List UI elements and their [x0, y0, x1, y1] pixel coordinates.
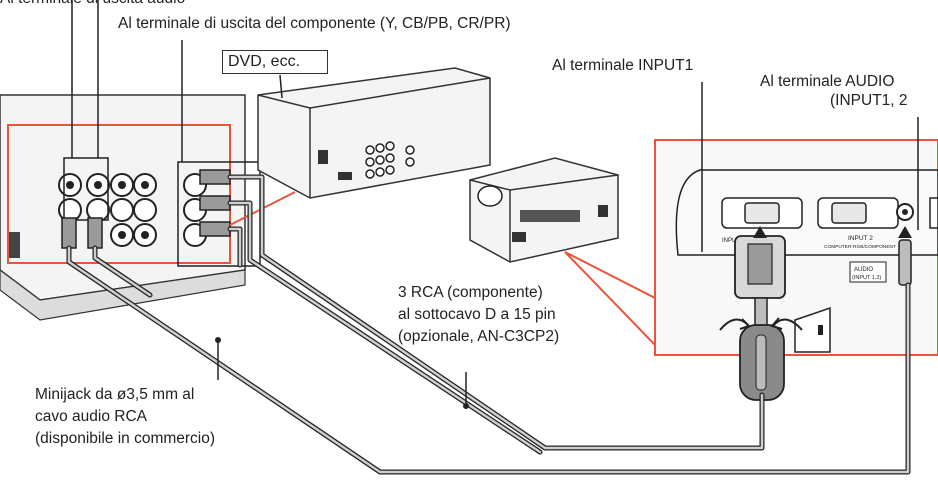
minijack-plug — [898, 239, 912, 286]
panel-input2-text: INPUT 2 — [848, 235, 873, 242]
rca-cable-label-line2: al sottocavo D a 15 pin — [398, 306, 556, 323]
leader-dots — [215, 337, 469, 409]
input1-terminal-label: Al terminale INPUT1 — [552, 57, 694, 74]
terminal-panel — [675, 169, 938, 353]
panel-audio-label-box — [849, 261, 887, 283]
dvd-player — [257, 67, 491, 199]
projector-callout-wedge — [564, 251, 656, 348]
audio-terminal-label-line2: (INPUT1, 2 — [830, 92, 908, 109]
minijack-label-line2: cavo audio RCA — [35, 408, 148, 425]
projector — [469, 157, 619, 263]
minijack-label-line1: Minijack da ø3,5 mm al — [35, 386, 195, 403]
rca-cable-label-line3: (opzionale, AN-C3CP2) — [398, 328, 560, 345]
cables — [66, 174, 911, 475]
dvd-device-label: DVD, ecc. — [222, 50, 328, 74]
panel-input2-sub-text: COMPUTER-RGB/COMPONENT — [824, 244, 896, 250]
panel-input1-text: INPUT 1 — [722, 238, 746, 244]
ferrite-core — [739, 324, 785, 401]
panel-audio-text: AUDIO — [854, 267, 873, 273]
audio-terminal-label-line1: Al terminale AUDIO — [760, 73, 895, 90]
left-callout-frame — [7, 124, 231, 264]
rca-plugs — [61, 169, 231, 249]
minijack-label-line3: (disponibile in commercio) — [35, 430, 216, 447]
panel-audio-sub-text: (INPUT 1,2) — [852, 275, 881, 281]
label-leader-lines — [71, 0, 919, 406]
dvd-callout-line — [279, 74, 283, 99]
screw-arrows — [719, 317, 803, 331]
insertion-arrows — [753, 226, 912, 238]
vga-plug — [734, 235, 786, 344]
audio-plug-bracket — [63, 157, 109, 221]
audio-out-terminal-label: Al terminale di uscita audio — [0, 0, 185, 8]
component-out-terminal-label: Al terminale di uscita del componente (Y… — [118, 15, 511, 32]
rca-cable-label-line1: 3 RCA (componente) — [398, 284, 543, 301]
